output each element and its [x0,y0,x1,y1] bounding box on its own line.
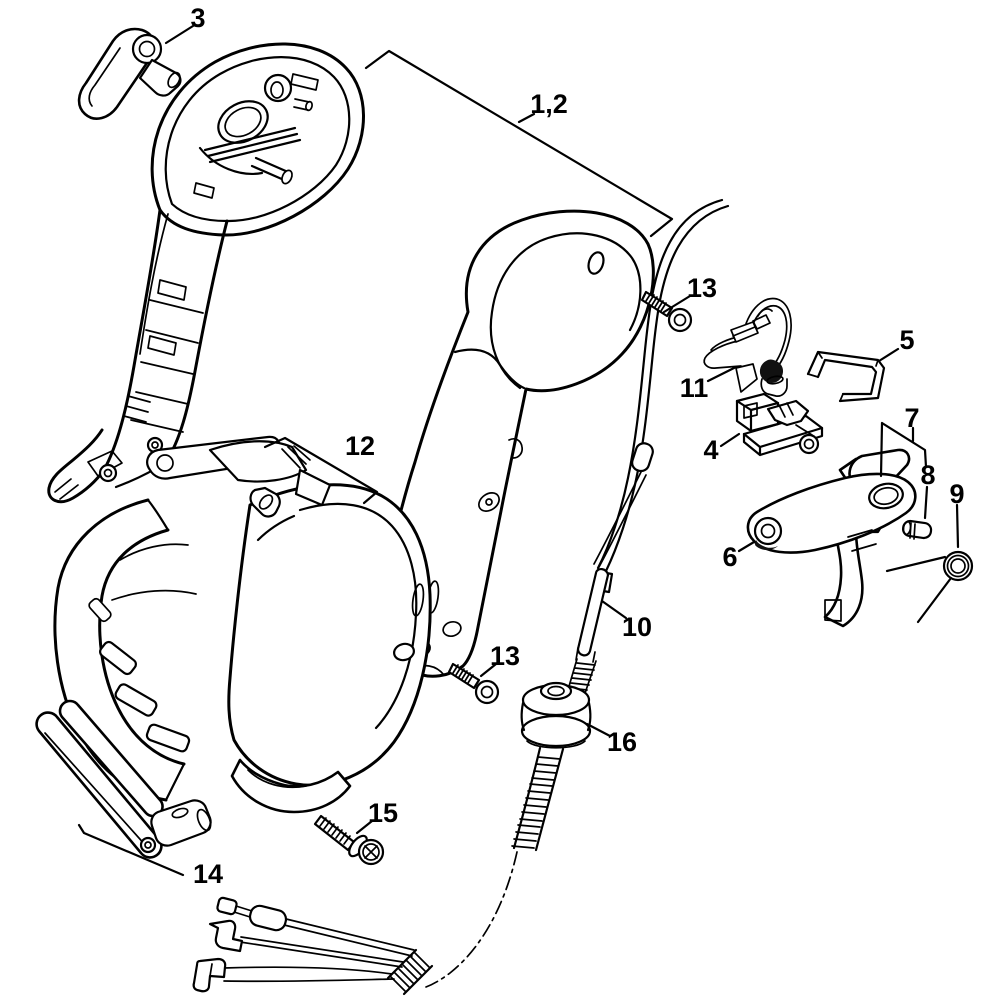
callout-9-label: 9 [949,479,964,509]
callout-6-label: 6 [722,542,737,572]
callout-11-label: 11 [680,373,709,403]
part-3-lever-drawing [77,27,182,120]
callout-8-label: 8 [920,460,935,490]
callout-13-lower-label: 13 [490,641,520,671]
callout-14-label: 14 [193,859,223,889]
callout-12-label: 12 [345,431,375,461]
part-15-screw-drawing [313,814,385,866]
callout-13-upper-label: 13 [687,273,717,303]
throttle-cable-drawing [593,198,730,573]
part-12-clamp-housing-drawing [53,435,432,814]
part-14-lever-and-pin-drawing [35,699,212,859]
callout-4-label: 4 [703,435,718,465]
part-1-handle-shell-left-drawing [47,42,365,504]
part-13-screw-upper-drawing [640,290,693,333]
callout-1-2-label: 1,2 [530,89,568,119]
callout-leader-lines [77,24,960,877]
callout-7-label: 7 [904,403,919,433]
part-8-pin-drawing [901,519,933,540]
part-9-torsion-spring-drawing [885,550,974,624]
callout-5-label: 5 [899,325,914,355]
bottom-cable-harness-drawing [192,851,518,996]
callout-labels: 3 1,2 13 5 11 4 7 8 9 6 10 13 16 15 14 1… [190,3,964,889]
callout-16-label: 16 [607,727,637,757]
part-5-clip-drawing [806,350,886,403]
callout-10-label: 10 [622,612,652,642]
part-4-switch-drawing [735,392,824,457]
part-13-screw-lower-drawing [447,662,500,705]
part-11-wire-harness-drawing [703,297,792,397]
part-16-grommet-drawing [520,681,592,749]
threaded-cable-lower-drawing [511,746,565,852]
callout-3-label: 3 [190,3,205,33]
part-6-lever-drawing [746,472,917,554]
callout-15-label: 15 [368,798,398,828]
part-10-cable-sleeve-drawing [564,568,614,703]
